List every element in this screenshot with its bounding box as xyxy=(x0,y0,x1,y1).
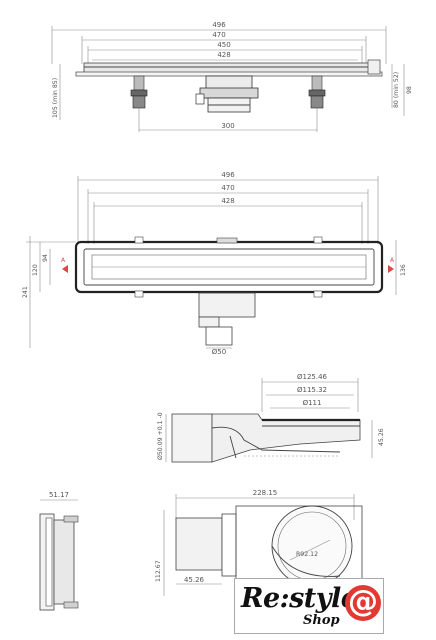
top-view: 496 470 428 A A 241 120 94 136 xyxy=(22,171,407,356)
front-dim-height-right-inner: 80 (min 52) xyxy=(393,72,400,108)
top-dim-outlet: Ø50 xyxy=(212,348,226,356)
front-dim-496: 496 xyxy=(212,21,226,29)
front-dim-470: 470 xyxy=(212,31,225,39)
logo-sub-text: Shop xyxy=(303,613,340,628)
outlet-dim-height: 45.26 xyxy=(378,428,385,446)
top-dim-428: 428 xyxy=(221,197,234,205)
top-dim-241: 241 xyxy=(22,286,29,298)
plan-dim-height: 112.67 xyxy=(155,560,162,582)
front-dim-height-right-outer: 98 xyxy=(406,86,413,94)
plan-dim-radius: R92.12 xyxy=(296,551,318,558)
outlet-dim-d1: Ø125.46 xyxy=(297,373,328,381)
plan-dim-offset: 45.26 xyxy=(184,576,205,584)
restyle-shop-logo: Re:style Shop @ xyxy=(234,578,384,634)
outlet-dim-d2: Ø115.32 xyxy=(297,386,327,394)
top-dim-496: 496 xyxy=(221,171,235,179)
section-mark-right: A xyxy=(390,257,395,264)
front-view: 496 470 450 428 105 (min 85) xyxy=(51,21,413,132)
front-dim-450: 450 xyxy=(217,41,230,49)
outlet-dim-d3: Ø111 xyxy=(303,399,322,407)
side-view: 51.17 xyxy=(39,491,79,611)
side-dim-width: 51.17 xyxy=(49,491,69,499)
top-dim-470: 470 xyxy=(221,184,234,192)
plan-dim-width: 228.15 xyxy=(253,489,278,497)
shopping-cart-at-icon: @ xyxy=(345,585,381,621)
top-dim-136: 136 xyxy=(400,264,407,276)
top-dim-120: 120 xyxy=(32,264,39,276)
front-dim-428: 428 xyxy=(217,51,230,59)
outlet-view: Ø125.46 Ø115.32 Ø111 Ø50.09 +0.1 -0 45.2… xyxy=(156,373,385,463)
front-dim-height-left: 105 (min 85) xyxy=(52,78,59,118)
outlet-dim-outlet: Ø50.09 +0.1 -0 xyxy=(156,412,164,460)
front-dim-300: 300 xyxy=(221,122,234,130)
section-mark-left: A xyxy=(61,257,66,264)
top-dim-94: 94 xyxy=(42,254,49,262)
plan-outlet-view: 228.15 R92.12 112.67 45.26 xyxy=(155,489,363,596)
logo-main-text: Re:style xyxy=(241,583,358,614)
